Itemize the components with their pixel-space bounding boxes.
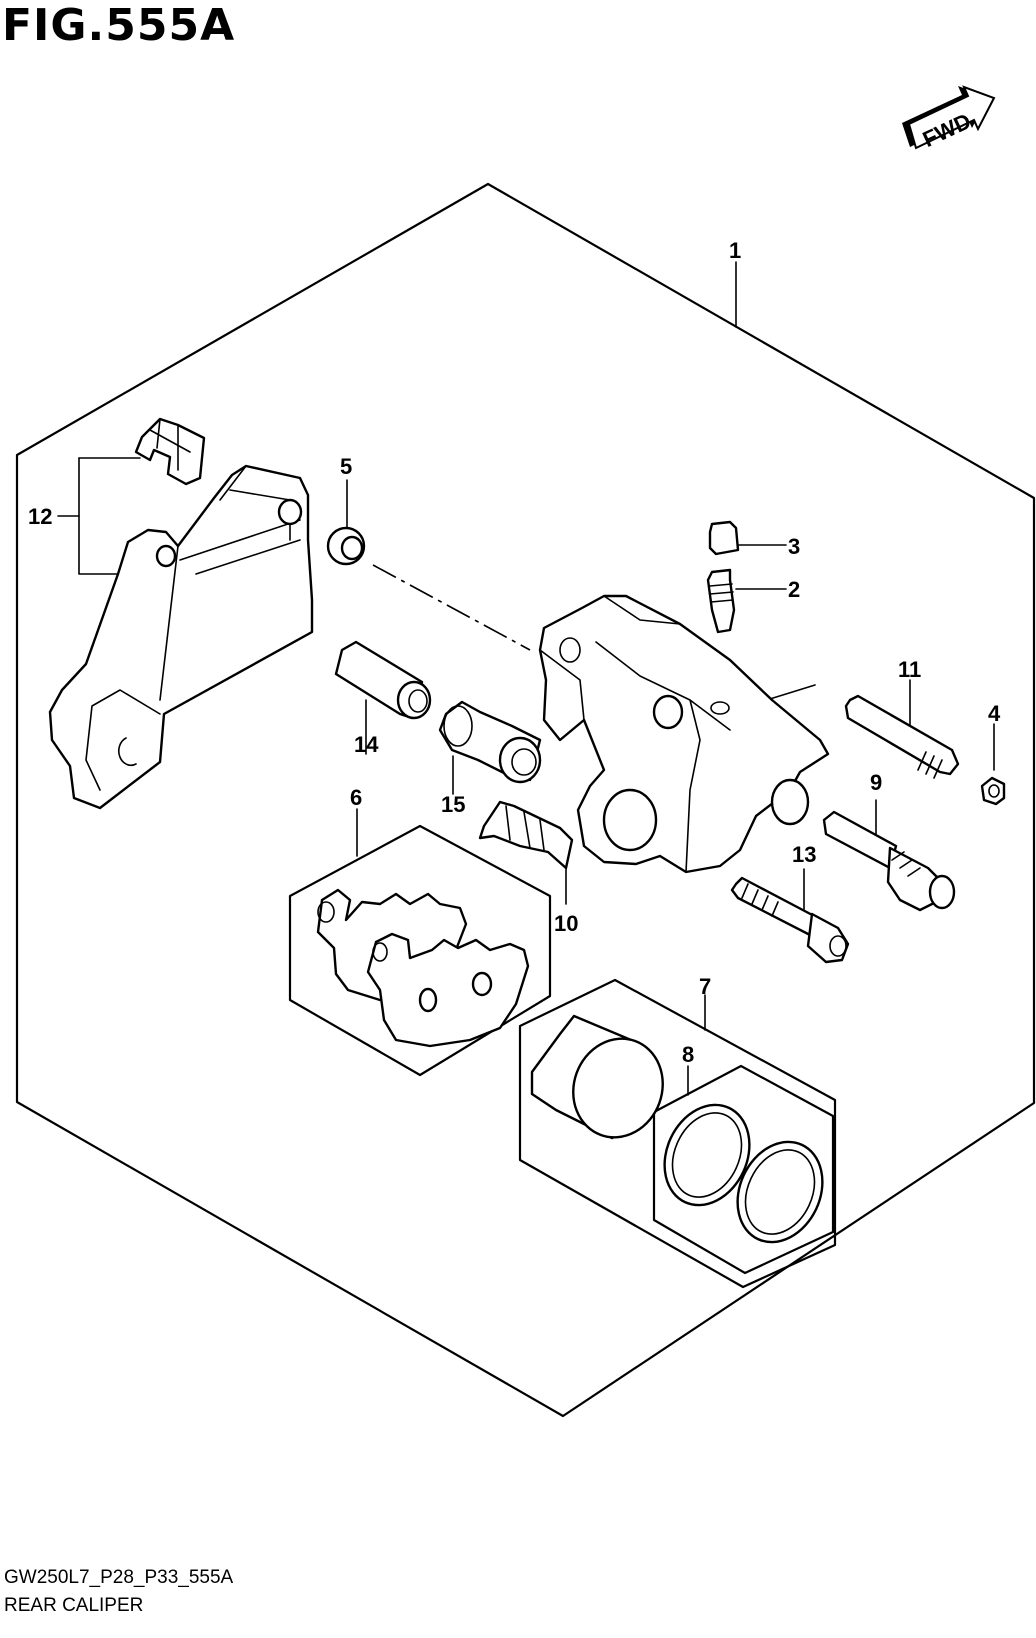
piston xyxy=(530,1014,664,1140)
callout-6: 6 xyxy=(350,785,362,810)
pin-boot xyxy=(438,700,542,784)
callout-9: 9 xyxy=(870,770,882,795)
callout-10: 10 xyxy=(554,911,578,936)
figure-title: FIG.555A xyxy=(2,0,236,51)
callout-13: 13 xyxy=(792,842,816,867)
bleeder-screw xyxy=(706,568,736,634)
callout-11: 11 xyxy=(898,657,921,682)
callout-14: 14 xyxy=(354,732,379,757)
callout-7: 7 xyxy=(699,974,711,999)
callout-1: 1 xyxy=(729,238,741,263)
piston-set-outline xyxy=(518,978,837,1289)
callout-2: 2 xyxy=(788,577,800,602)
caliper-bracket xyxy=(48,464,314,810)
callout-4: 4 xyxy=(988,701,1001,726)
caliper-body xyxy=(538,594,830,874)
bracket-bolt xyxy=(730,876,850,964)
callout-5: 5 xyxy=(340,454,352,479)
callout-8: 8 xyxy=(682,1042,694,1067)
figure-code: GW250L7_P28_P33_555A xyxy=(4,1567,234,1588)
piston-seal xyxy=(663,1103,751,1207)
dust-boot xyxy=(326,526,366,566)
slide-pin xyxy=(844,694,960,779)
figure-name: REAR CALIPER xyxy=(4,1595,144,1616)
pad-set-outline xyxy=(288,824,552,1077)
pin-sleeve xyxy=(334,640,432,720)
bleeder-cap xyxy=(708,520,740,556)
callout-3: 3 xyxy=(788,534,800,559)
callout-15: 15 xyxy=(441,792,465,817)
caliper-pin-bolt xyxy=(822,810,956,912)
fwd-arrow-icon: FWD xyxy=(902,85,996,152)
pad-retainer-spring xyxy=(478,800,574,870)
callout-numbers: 1 2 3 4 5 6 7 8 9 10 11 12 13 14 15 xyxy=(28,238,1001,1067)
pad-spring-clip xyxy=(134,417,206,486)
caliper-assembly-outline xyxy=(15,182,1036,1418)
dust-seal xyxy=(736,1140,824,1244)
callout-12: 12 xyxy=(28,504,52,529)
brake-pad-outer xyxy=(366,932,530,1048)
nut xyxy=(980,776,1006,806)
